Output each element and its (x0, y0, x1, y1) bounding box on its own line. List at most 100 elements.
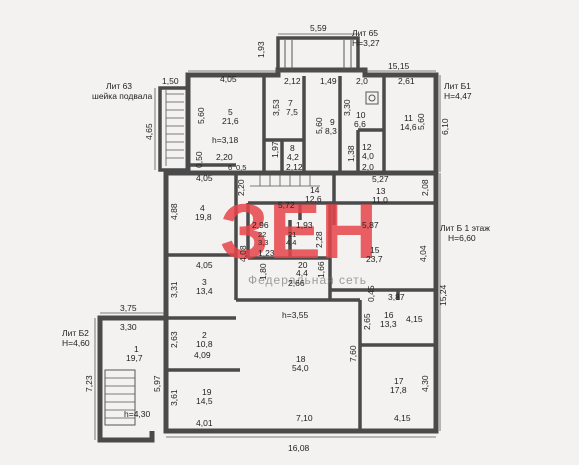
svg-text:5,87: 5,87 (362, 220, 379, 230)
room-number: 8 (290, 143, 295, 153)
svg-text:4,08: 4,08 (238, 245, 248, 262)
svg-text:3,30: 3,30 (342, 99, 352, 116)
svg-text:2,63: 2,63 (169, 331, 179, 348)
room-number: 18 (296, 354, 306, 364)
svg-text:1,66: 1,66 (316, 261, 326, 278)
room-number: 7 (288, 98, 293, 108)
svg-text:3,30: 3,30 (120, 322, 137, 332)
room-area: 8,3 (325, 126, 337, 136)
litB1-height: H=4,47 (444, 91, 472, 101)
svg-text:7,23: 7,23 (84, 375, 94, 392)
height-h318: h=3,18 (212, 135, 239, 145)
svg-text:4,05: 4,05 (196, 260, 213, 270)
watermark-caption: Федеральная сеть (248, 273, 367, 287)
lit65-name: Лит 65 (352, 28, 378, 38)
room-area: 10,8 (196, 339, 213, 349)
room-area: 7,5 (286, 107, 298, 117)
wall-lit-b2 (97, 315, 166, 443)
svg-text:1,93: 1,93 (296, 220, 313, 230)
room-number: 12 (362, 142, 372, 152)
partitions-upper (190, 76, 386, 172)
svg-text:2,12: 2,12 (286, 162, 303, 172)
svg-text:4,01: 4,01 (196, 418, 213, 428)
svg-text:3,75: 3,75 (120, 303, 137, 313)
room-area: 14,5 (196, 396, 213, 406)
room-number: 11 (404, 113, 413, 123)
svg-text:0,45: 0,45 (366, 285, 376, 302)
svg-text:3,31: 3,31 (169, 281, 179, 298)
svg-text:1,23: 1,23 (258, 248, 275, 258)
svg-text:5,60: 5,60 (416, 113, 426, 130)
watermark-logo: ЗЕН (220, 187, 377, 275)
svg-text:2,08: 2,08 (420, 179, 430, 196)
svg-text:16,08: 16,08 (288, 443, 310, 453)
svg-text:4,05: 4,05 (196, 173, 213, 183)
interior-stairs (250, 175, 320, 187)
svg-text:1,97: 1,97 (270, 141, 280, 158)
svg-text:3,87: 3,87 (388, 292, 405, 302)
dimension-labels: 5,59 1,93 15,15 1,50 4,05 2,12 1,49 2,0 … (84, 23, 450, 453)
svg-text:1,80: 1,80 (258, 263, 268, 280)
room-area: 13,4 (196, 286, 213, 296)
dimension-lines (94, 33, 441, 440)
svg-text:4,09: 4,09 (194, 350, 211, 360)
room-number: 20 (298, 260, 308, 270)
room-area: 21,6 (222, 116, 239, 126)
partitions-main (168, 173, 434, 430)
room-number: 5 (228, 107, 233, 117)
room-number: 16 (384, 310, 394, 320)
svg-text:5,97: 5,97 (152, 375, 162, 392)
svg-text:4,30: 4,30 (420, 375, 430, 392)
room-area: 19,7 (126, 353, 143, 363)
svg-text:2,20: 2,20 (216, 152, 233, 162)
svg-text:2,61: 2,61 (398, 76, 415, 86)
litB-name: Лит Б 1 этаж (440, 223, 490, 233)
svg-text:4,04: 4,04 (418, 245, 428, 262)
entrance-stairs (105, 377, 135, 419)
litB2-name: Лит Б2 (62, 328, 89, 338)
room-number: 1 (134, 344, 139, 354)
svg-text:2,20: 2,20 (236, 179, 246, 196)
svg-text:4,88: 4,88 (169, 203, 179, 220)
svg-text:3,61: 3,61 (169, 389, 179, 406)
room-number: 21 (288, 230, 296, 239)
room-area: 4,4 (286, 238, 296, 247)
room-number: 9 (330, 117, 335, 127)
svg-text:7,10: 7,10 (296, 413, 313, 423)
room-number: 13 (376, 186, 386, 196)
lit63-name: Лит 63 (106, 81, 132, 91)
room-area: 4,0 (362, 151, 374, 161)
svg-text:1,50: 1,50 (162, 76, 179, 86)
svg-text:1,38: 1,38 (346, 145, 356, 162)
svg-text:4,05: 4,05 (220, 74, 237, 84)
room-area: 4,2 (287, 152, 299, 162)
svg-text:1,93: 1,93 (256, 41, 266, 58)
svg-text:2,65: 2,65 (362, 313, 372, 330)
svg-text:15,24: 15,24 (438, 284, 448, 306)
svg-text:6,10: 6,10 (440, 118, 450, 135)
svg-text:1,49: 1,49 (320, 76, 337, 86)
wall-lit-b (163, 170, 439, 434)
litB1-name: Лит Б1 (444, 81, 471, 91)
svg-text:5,60: 5,60 (314, 117, 324, 134)
room-area: 23,7 (366, 254, 383, 264)
wall-lit-b1 (185, 67, 439, 172)
svg-text:5,72: 5,72 (278, 200, 295, 210)
room-area: 3,3 (258, 238, 268, 247)
svg-text:3,53: 3,53 (271, 99, 281, 116)
litB-height: H=6,60 (448, 233, 476, 243)
room-area: 12,6 (305, 194, 322, 204)
svg-text:2,28: 2,28 (314, 231, 324, 248)
litB2-height: H=4,60 (62, 338, 90, 348)
room-area: 19,8 (195, 212, 212, 222)
svg-text:2,0: 2,0 (362, 162, 374, 172)
wall-lit-65 (276, 36, 360, 72)
room-area: 17,8 (390, 385, 407, 395)
svg-text:5,27: 5,27 (372, 174, 389, 184)
svg-text:5,60: 5,60 (196, 107, 206, 124)
room-area: 11,0 (372, 195, 388, 205)
basement-stairs (165, 90, 184, 166)
svg-text:15,15: 15,15 (388, 61, 410, 71)
